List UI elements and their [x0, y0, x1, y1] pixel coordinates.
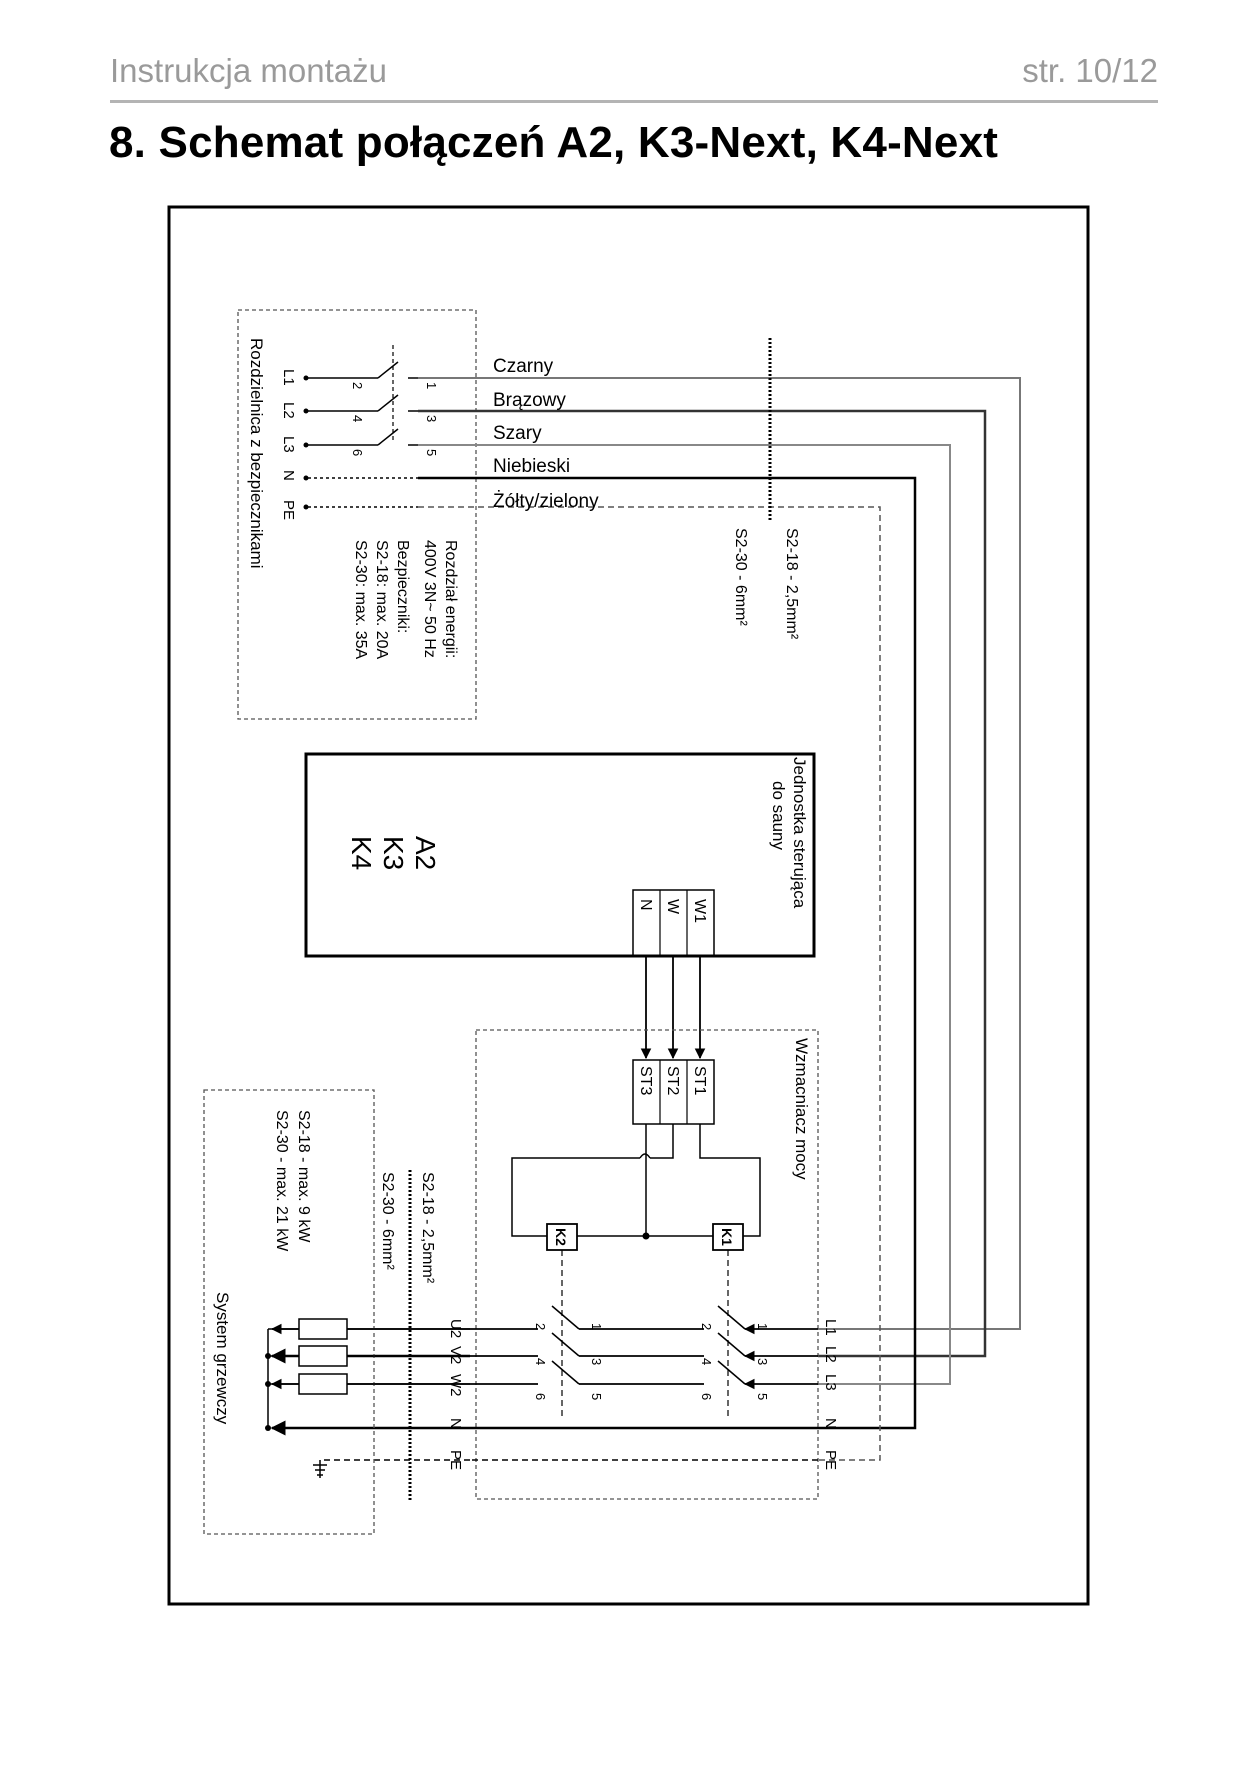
st-terminal-st3: ST3: [637, 1066, 654, 1095]
breaker-number-3: 3: [424, 415, 439, 422]
amp-in-l1: L1: [822, 1319, 839, 1336]
wire-label-black: Czarny: [493, 356, 554, 377]
st-terminal-st2: ST2: [664, 1066, 681, 1095]
distribution-info-line: S2-30: max. 35A: [352, 540, 369, 660]
distribution-info-line: Bezpieczniki:: [394, 540, 411, 633]
control-unit-title: do sauny: [769, 781, 788, 850]
cable-top-s2-30: S2-30 - 6mm²: [732, 528, 749, 626]
distribution-info-line: Rozdział energii:: [442, 540, 459, 658]
amp-in-n: N: [822, 1418, 839, 1429]
k2-contact-number: 6: [533, 1393, 548, 1400]
k2-contact-number: 4: [533, 1358, 548, 1365]
breaker-number-6: 6: [350, 449, 365, 456]
wire-label-yellow-green: Żółty/zielony: [493, 491, 599, 512]
cable-bottom-s2-18: S2-18 - 2,5mm²: [419, 1172, 436, 1284]
control-unit-model-k3: K3: [378, 836, 409, 870]
contactor-k2: K2: [553, 1228, 569, 1246]
control-unit-model-k4: K4: [346, 836, 377, 870]
k2-contact-number: 1: [589, 1323, 604, 1330]
k2-contact-number: 5: [589, 1393, 604, 1400]
terminal-l1: L1: [280, 369, 297, 386]
breaker-number-1: 1: [424, 382, 439, 389]
header-title: Instrukcja montażu: [110, 52, 387, 89]
amp-in-pe: PE: [822, 1450, 839, 1470]
amp-in-l3: L3: [822, 1374, 839, 1391]
power-amplifier: Wzmacniacz mocy ST1 ST2 ST3 K2 K1: [447, 1029, 839, 1500]
breaker-number-2: 2: [350, 382, 365, 389]
amp-out-n: N: [447, 1418, 464, 1429]
distribution-info-line: 400V 3N~ 50 Hz: [421, 540, 438, 658]
heating-info-line: S2-30 - max. 21 kW: [273, 1110, 290, 1252]
contactor-k1: K1: [719, 1228, 735, 1246]
heating-title: System grzewczy: [213, 1292, 232, 1425]
k1-contact-number: 6: [699, 1393, 714, 1400]
wire-label-brown: Brązowy: [493, 390, 566, 411]
control-unit-title: Jednostka sterująca: [790, 757, 809, 909]
heating-info-line: S2-18 - max. 9 kW: [295, 1110, 312, 1243]
wire-label-grey: Szary: [493, 423, 542, 444]
ground-icon: [313, 1460, 327, 1478]
distribution-board: Rozdzielnica z bezpiecznikami L1 L2 L3 N…: [237, 309, 477, 720]
heater-resistor: [298, 1318, 348, 1340]
st-terminal-st1: ST1: [691, 1066, 708, 1095]
control-signal-lines: [640, 956, 706, 1060]
page-title: 8. Schemat połączeń A2, K3-Next, K4-Next: [109, 118, 999, 167]
k1-contact-number: 1: [755, 1323, 770, 1330]
heater-resistor: [298, 1345, 348, 1367]
control-terminal-w1: W1: [691, 899, 708, 923]
breaker-number-4: 4: [350, 415, 365, 422]
amp-out-w2: W2: [447, 1374, 464, 1397]
control-unit-model-a2: A2: [410, 836, 441, 870]
k2-contact-number: 3: [589, 1358, 604, 1365]
distribution-title: Rozdzielnica z bezpiecznikami: [247, 338, 266, 569]
header-rule: [110, 100, 1158, 103]
terminal-n: N: [280, 470, 297, 481]
distribution-info-line: S2-18: max. 20A: [373, 540, 390, 660]
cable-top-s2-18: S2-18 - 2,5mm²: [783, 528, 800, 640]
control-terminal-w: W: [664, 899, 681, 915]
k1-contact-number: 5: [755, 1393, 770, 1400]
control-unit: Jednostka sterująca do sauny A2 K3 K4 W1…: [304, 752, 816, 958]
supply-wires: Czarny Brązowy Szary Niebieski Żółty/zie…: [418, 338, 1021, 1461]
k1-contact-number: 2: [699, 1323, 714, 1330]
diagram-frame: [167, 205, 1090, 1606]
wire-label-blue: Niebieski: [493, 456, 570, 477]
k1-contact-number: 4: [699, 1358, 714, 1365]
terminal-l2: L2: [280, 402, 297, 419]
breaker-number-5: 5: [424, 449, 439, 456]
amplifier-title: Wzmacniacz mocy: [792, 1038, 811, 1180]
cable-bottom-s2-30: S2-30 - 6mm²: [379, 1172, 396, 1270]
k2-contact-number: 2: [533, 1323, 548, 1330]
k1-contact-number: 3: [755, 1358, 770, 1365]
terminal-l3: L3: [280, 436, 297, 453]
control-terminal-n: N: [637, 899, 654, 911]
amp-in-l2: L2: [822, 1346, 839, 1363]
header-page-number: str. 10/12: [1022, 52, 1158, 89]
heater-resistor: [298, 1373, 348, 1395]
heating-system: System grzewczy S2-18 - max. 9 kW S2-30 …: [203, 1089, 470, 1535]
terminal-pe: PE: [280, 500, 297, 520]
